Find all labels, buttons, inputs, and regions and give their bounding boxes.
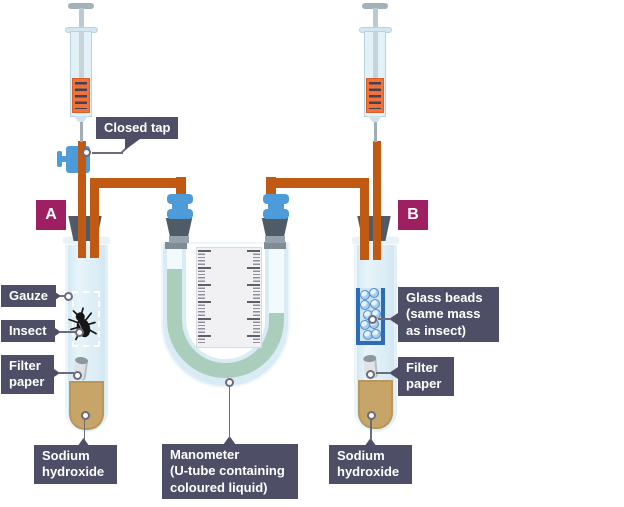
tube-branch-b-horizontal	[266, 177, 369, 188]
badge-b: B	[398, 200, 428, 230]
sodium-hydroxide-a-tail	[77, 438, 90, 447]
tube-syringe-a	[77, 141, 86, 258]
manometer-tail	[223, 436, 236, 445]
label-sodium-hydroxide-b: Sodium hydroxide	[329, 445, 412, 484]
sodium-hydroxide-b	[358, 380, 393, 429]
label-closed-tap: Closed tap	[96, 117, 179, 140]
sodium-hydroxide-b-dot	[366, 410, 376, 420]
manometer-bung-left	[165, 218, 193, 237]
tube-through-tap	[77, 141, 86, 176]
syringe-a-inner-rod	[78, 32, 84, 78]
manometer-connector-left-waist	[172, 202, 188, 211]
scale-ticks-left	[198, 250, 212, 345]
insect-tail	[52, 326, 61, 338]
syringe-a-tip	[74, 116, 88, 122]
tube-branch-a-horizontal	[90, 177, 186, 188]
manometer-connector-right	[263, 194, 289, 204]
manometer-bung-right	[261, 218, 289, 237]
glass-beads-dot	[367, 314, 377, 324]
glass-beads-tail	[389, 313, 398, 325]
manometer-arm-cap-left	[165, 242, 187, 249]
syringe-b-plunger-rod	[372, 8, 378, 29]
label-gauze: Gauze	[1, 285, 57, 308]
closed-tap-dot	[82, 148, 91, 157]
scale-ticks-right	[246, 250, 260, 345]
label-manometer: Manometer (U-tube containing coloured li…	[162, 444, 298, 499]
sodium-hydroxide-b-line	[370, 419, 372, 440]
tube-branch-b-vertical	[360, 177, 369, 260]
glass-beads-line	[378, 318, 391, 320]
syringe-a-plunger-rod	[78, 8, 84, 29]
sodium-hydroxide-a-dot	[80, 410, 90, 420]
manometer-connector-right-base	[263, 209, 289, 219]
syringe-b-plunger-handle	[362, 3, 388, 9]
badge-a: A	[36, 200, 66, 230]
insect-line	[59, 331, 76, 333]
filter-paper-a-dot	[72, 370, 82, 380]
syringe-a-plunger-handle	[68, 3, 94, 9]
filter-paper-a-line	[58, 372, 74, 374]
sodium-hydroxide-b-tail	[364, 438, 377, 447]
closed-tap-line	[92, 152, 123, 154]
manometer-connector-left-base	[167, 209, 193, 219]
insect-dot	[74, 327, 84, 337]
filter-paper-b-dot	[365, 369, 375, 379]
label-filter-paper-a: Filter paper	[1, 355, 54, 394]
syringe-b-contents	[366, 78, 384, 113]
label-filter-paper-b: Filter paper	[398, 357, 454, 396]
manometer-connector-right-waist	[268, 202, 284, 211]
syringe-a-needle	[80, 122, 83, 142]
manometer-bung-band-left	[169, 236, 189, 243]
closed-tap-tail	[125, 139, 140, 150]
manometer-arm-cap-right	[264, 242, 286, 249]
glass-beads-container	[356, 288, 385, 345]
gauze-dot	[63, 291, 73, 301]
filter-paper-b-tail	[389, 367, 398, 379]
tube-into-manometer-left	[176, 177, 186, 201]
label-sodium-hydroxide-a: Sodium hydroxide	[34, 445, 117, 484]
gauze-tail	[52, 290, 61, 302]
sodium-hydroxide-a	[69, 381, 104, 430]
manometer-dot	[225, 377, 234, 387]
label-glass-beads: Glass beads (same mass as insect)	[398, 287, 499, 342]
tube-syringe-b	[372, 141, 381, 260]
tube-into-manometer-right	[266, 177, 276, 201]
syringe-a-contents	[72, 78, 90, 113]
manometer-connector-left	[167, 194, 193, 204]
label-insect: Insect	[1, 320, 55, 343]
manometer-line	[228, 387, 230, 438]
syringe-b-tip	[368, 116, 382, 122]
tap-handle	[57, 151, 62, 167]
tap-handle-stem	[61, 156, 67, 162]
sodium-hydroxide-a-line	[83, 419, 85, 440]
tube-branch-a-vertical	[90, 177, 99, 258]
gauze-roll	[72, 291, 100, 347]
syringe-b-inner-rod	[372, 32, 378, 78]
syringe-b-needle	[374, 122, 377, 142]
filter-paper-a-tail	[51, 367, 60, 379]
filter-paper-b-line	[376, 372, 391, 374]
manometer-bung-band-right	[265, 236, 285, 243]
